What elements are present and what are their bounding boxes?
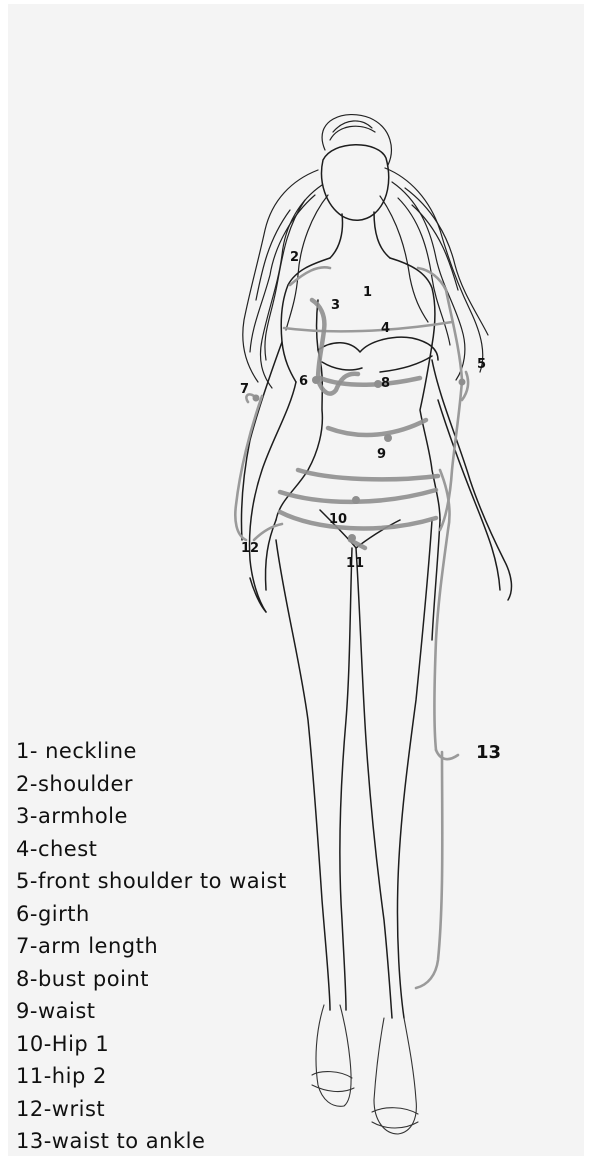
marker-arm-length: 7 <box>240 383 249 396</box>
marker-waist: 9 <box>377 448 386 461</box>
marker-girth: 6 <box>299 375 308 388</box>
marker-front-shoulder-to-waist: 5 <box>477 358 486 371</box>
marker-bust-point: 8 <box>381 377 390 390</box>
legend-item-arm-length: 7-arm length <box>16 930 287 963</box>
legend-item-wrist: 12-wrist <box>16 1093 287 1126</box>
marker-chest: 4 <box>381 322 390 335</box>
head <box>322 145 390 258</box>
legend-item-neckline: 1- neckline <box>16 735 287 768</box>
legend-item-girth: 6-girth <box>16 898 287 931</box>
legend-item-bust-point: 8-bust point <box>16 963 287 996</box>
marker-neckline: 1 <box>363 286 372 299</box>
marker-hip-2: 11 <box>346 557 364 570</box>
legend-item-hip-2: 11-hip 2 <box>16 1060 287 1093</box>
legend-item-armhole: 3-armhole <box>16 800 287 833</box>
legend-item-shoulder: 2-shoulder <box>16 768 287 801</box>
legend-item-hip-1: 10-Hip 1 <box>16 1028 287 1061</box>
measurement-legend: 1- neckline 2-shoulder 3-armhole 4-chest… <box>16 735 287 1158</box>
marker-shoulder: 2 <box>290 251 299 264</box>
marker-wrist: 12 <box>241 542 259 555</box>
legend-item-front-shoulder-to-waist: 5-front shoulder to waist <box>16 865 287 898</box>
legend-item-chest: 4-chest <box>16 833 287 866</box>
marker-hip-1: 10 <box>329 513 347 526</box>
marker-waist-to-ankle: 13 <box>476 744 501 762</box>
marker-armhole: 3 <box>331 299 340 312</box>
legend-item-waist-to-ankle: 13-waist to ankle <box>16 1125 287 1158</box>
legend-item-waist: 9-waist <box>16 995 287 1028</box>
